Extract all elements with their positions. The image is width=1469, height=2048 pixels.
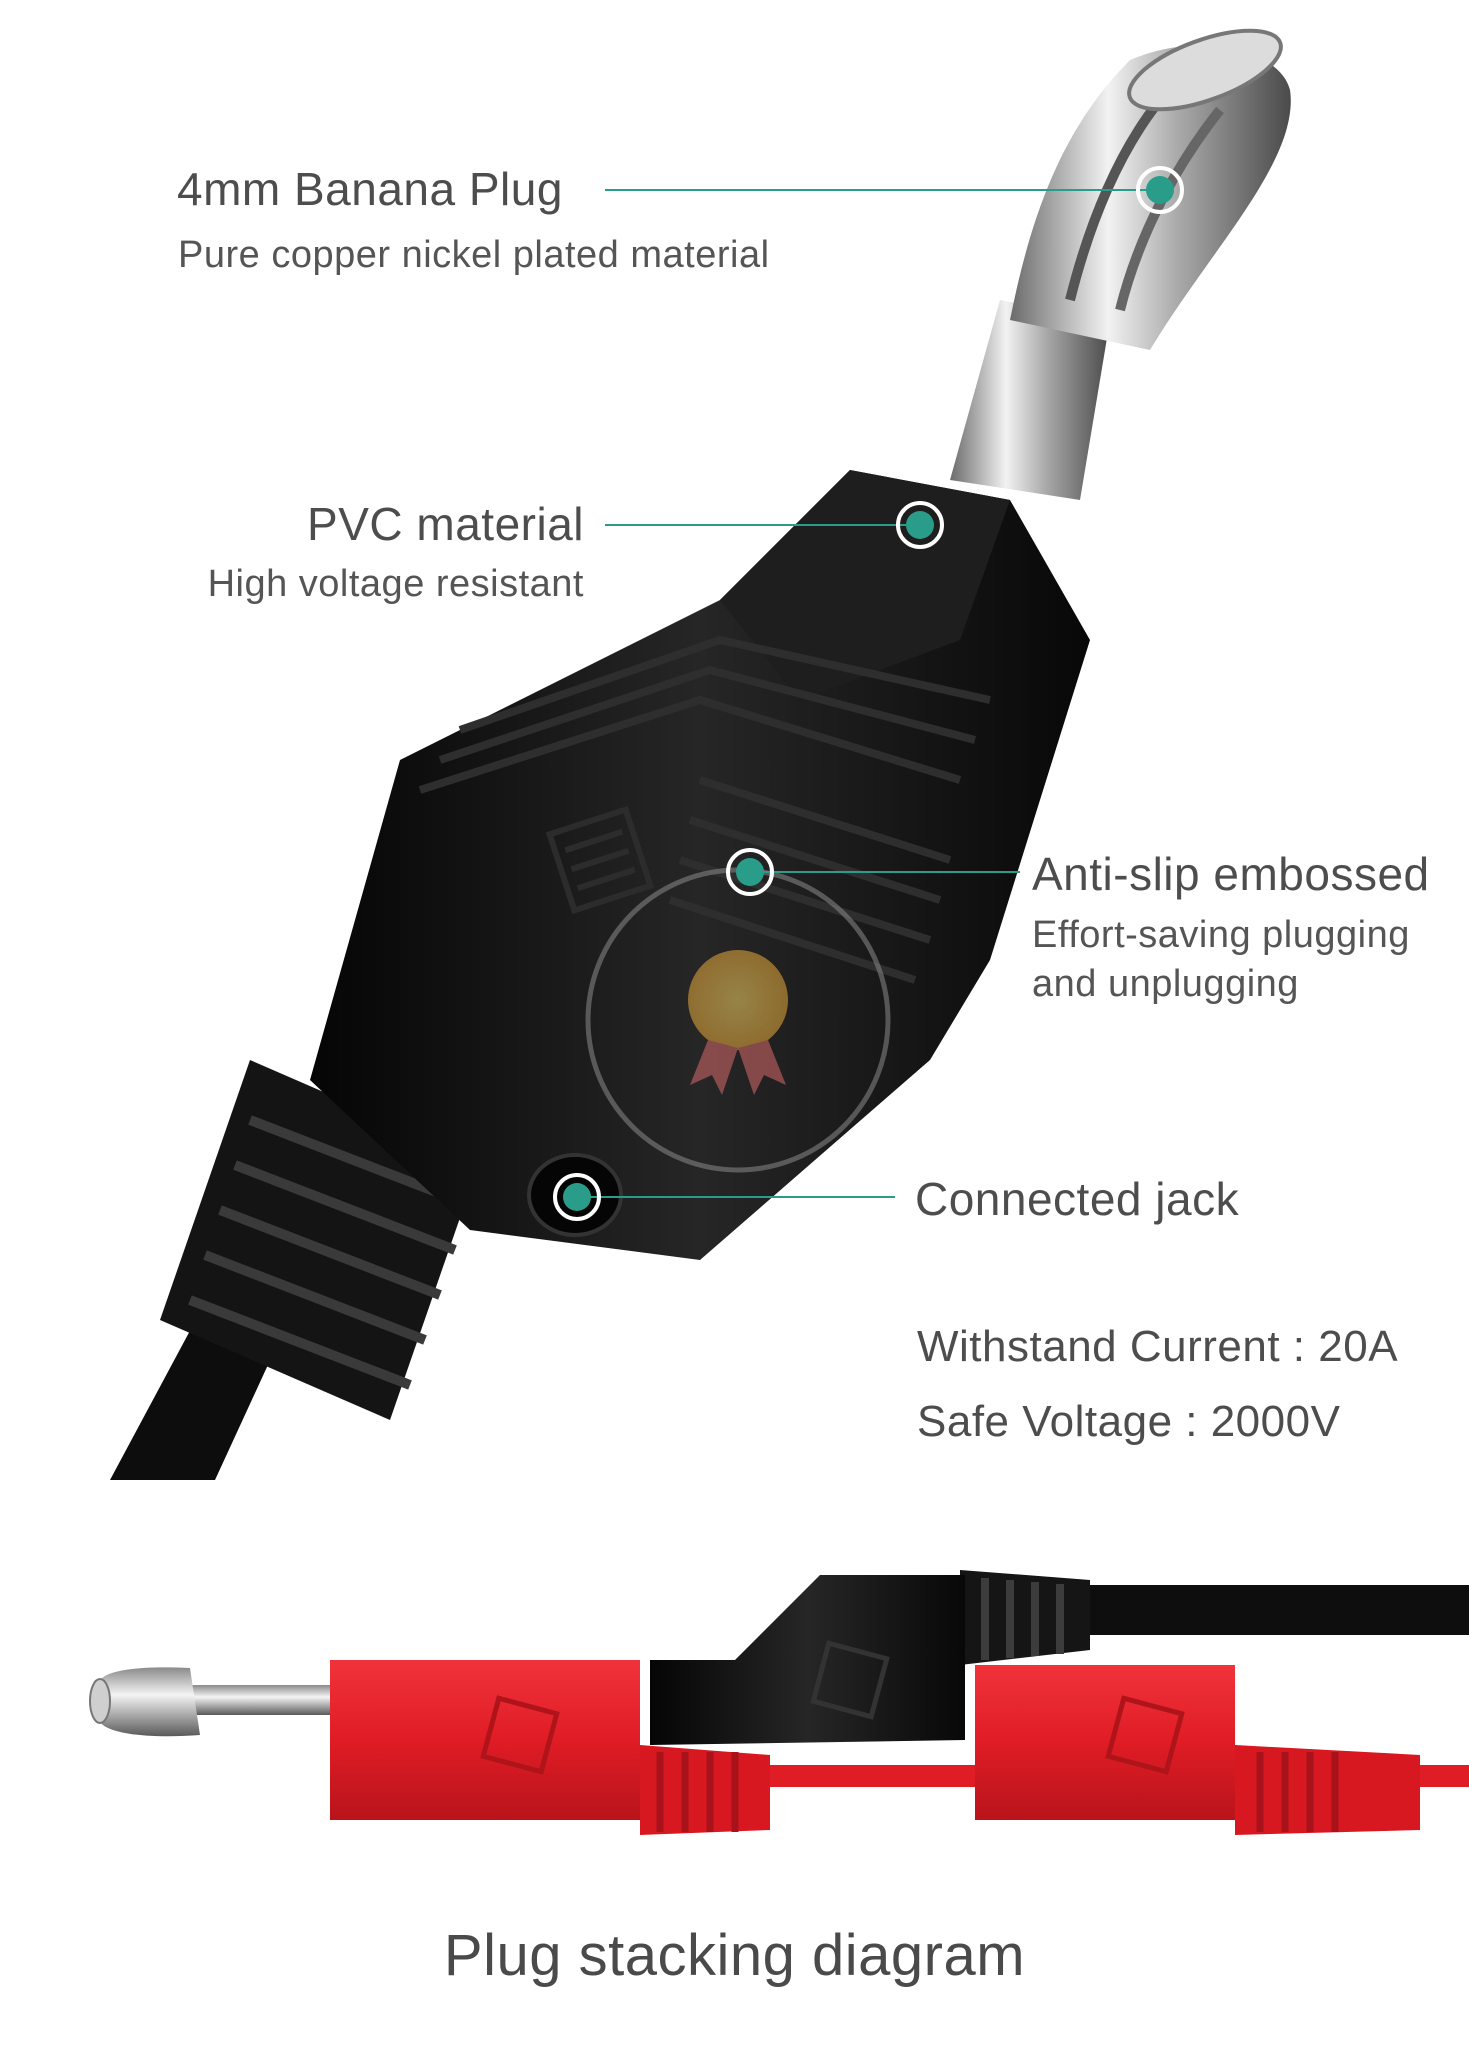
callout-banana-plug-subtitle: Pure copper nickel plated material [178, 234, 770, 276]
callout-anti-slip-title: Anti-slip embossed [1032, 848, 1430, 900]
callout-pvc-title: PVC material [307, 498, 584, 550]
embossed-logo [545, 805, 655, 915]
callout-anti-slip-subtitle-1: Effort-saving plugging [1032, 914, 1410, 956]
callout-pvc-subtitle: High voltage resistant [207, 563, 584, 605]
embossed-ridges [418, 635, 991, 984]
large-banana-plug [110, 28, 1291, 1480]
callout-anti-slip-subtitle-2: and unplugging [1032, 963, 1299, 1005]
callout-jack-title: Connected jack [915, 1173, 1240, 1225]
callout-dots [553, 166, 1184, 1221]
stacking-diagram [89, 1570, 1469, 1835]
callout-banana-plug-title: 4mm Banana Plug [177, 163, 563, 215]
callout-lines [577, 189, 1160, 1198]
spec-current: Withstand Current : 20A [917, 1322, 1399, 1371]
spec-voltage: Safe Voltage : 2000V [917, 1397, 1341, 1446]
metal-shaft [950, 300, 1110, 500]
diagram-caption: Plug stacking diagram [443, 1923, 1026, 1988]
